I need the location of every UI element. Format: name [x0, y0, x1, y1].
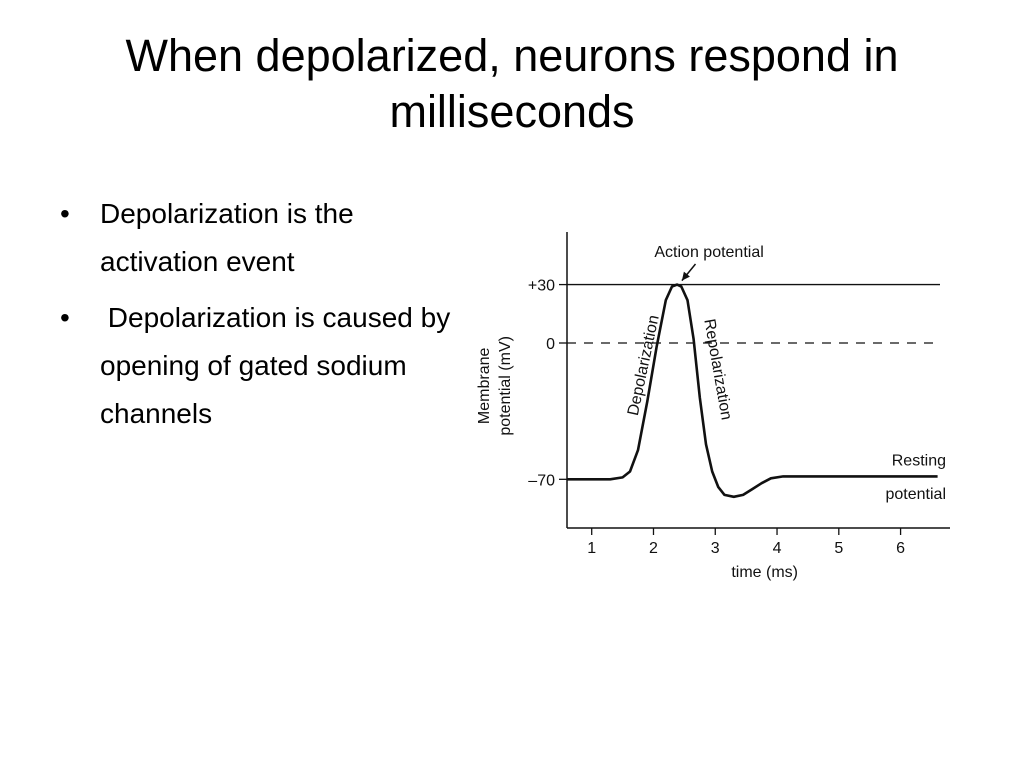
x-tick-label: 4 [773, 540, 782, 557]
slide-title: When depolarized, neurons respond in mil… [40, 28, 984, 140]
y-tick-label: +30 [528, 278, 555, 295]
bullet-list: • Depolarization is the activation event… [60, 190, 460, 446]
x-tick-label: 6 [896, 540, 905, 557]
action-potential-arrow-head [681, 271, 690, 281]
chart-reference-lines [567, 283, 940, 344]
bullet-item: • Depolarization is the activation event [60, 190, 460, 286]
title-line-1: When depolarized, neurons respond in [125, 30, 899, 81]
resting-label-line-2: potential [886, 486, 947, 503]
membrane-potential-line [567, 283, 938, 499]
chart-axes [566, 232, 950, 529]
y-tick-label: –70 [528, 472, 555, 489]
bullet-text: Depolarization is the activation event [100, 198, 354, 277]
bullet-item: • Depolarization is caused by opening of… [60, 294, 460, 438]
bullet-dot-icon: • [60, 198, 70, 229]
x-axis-label: time (ms) [731, 564, 798, 581]
y-axis-label-line-1: Membrane [476, 348, 493, 425]
resting-label-line-1: Resting [892, 453, 946, 470]
bullet-text: Depolarization is caused by opening of g… [100, 302, 458, 429]
chart-series [567, 283, 938, 499]
x-tick-label: 2 [649, 540, 658, 557]
y-axis-label-line-2: potential (mV) [497, 336, 514, 436]
action-potential-label: Action potential [654, 244, 763, 261]
depolarization-label: Depolarization [625, 314, 663, 418]
bullet-dot-icon: • [60, 302, 70, 333]
x-tick-label: 5 [834, 540, 843, 557]
x-tick-label: 1 [587, 540, 596, 557]
x-tick-label: 3 [711, 540, 720, 557]
y-tick-label: 0 [546, 336, 555, 353]
title-line-2: milliseconds [389, 86, 635, 137]
repolarization-label: Repolarization [700, 318, 735, 422]
